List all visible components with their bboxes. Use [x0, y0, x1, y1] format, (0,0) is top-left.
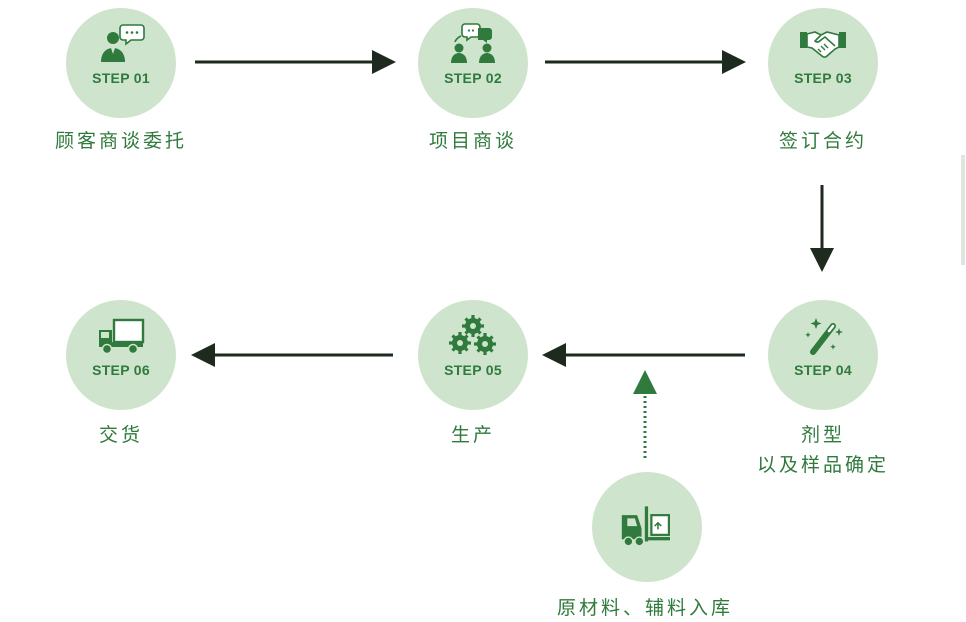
- step-01-label: 顾客商谈委托: [54, 130, 187, 152]
- materials-circle: [592, 472, 702, 582]
- step-01-circle: STEP 01: [66, 8, 176, 118]
- delivery-truck-icon: [99, 318, 145, 355]
- step-03-circle: STEP 03: [768, 8, 878, 118]
- step-05-label: 生产: [450, 424, 495, 446]
- step-05-circle: STEP 05: [418, 300, 528, 410]
- gears-icon: [449, 315, 496, 355]
- step-06-badge: STEP 06: [92, 362, 150, 378]
- step-02-label: 项目商谈: [428, 130, 517, 152]
- step-04-label-line2: 以及样品确定: [756, 454, 889, 476]
- step-04-badge: STEP 04: [794, 362, 852, 378]
- step-03-label: 签订合约: [778, 130, 867, 152]
- step-02-circle: STEP 02: [418, 8, 528, 118]
- step-06-label: 交货: [98, 424, 143, 446]
- step-03-badge: STEP 03: [794, 70, 852, 86]
- forklift-icon: [621, 506, 670, 547]
- handshake-icon: [800, 31, 846, 58]
- step-04-circle: STEP 04: [768, 300, 878, 410]
- group-discussion-icon: [451, 23, 495, 63]
- materials-label: 原材料、辅料入库: [556, 597, 733, 619]
- scroll-edge: [961, 155, 965, 265]
- step-06-circle: STEP 06: [66, 300, 176, 410]
- step-01-badge: STEP 01: [92, 70, 150, 86]
- magic-wand-icon: [805, 318, 843, 355]
- step-02-badge: STEP 02: [444, 70, 502, 86]
- step-04-label-line1: 剂型: [800, 424, 845, 446]
- consultant-speech-icon: [101, 24, 145, 62]
- step-05-badge: STEP 05: [444, 362, 502, 378]
